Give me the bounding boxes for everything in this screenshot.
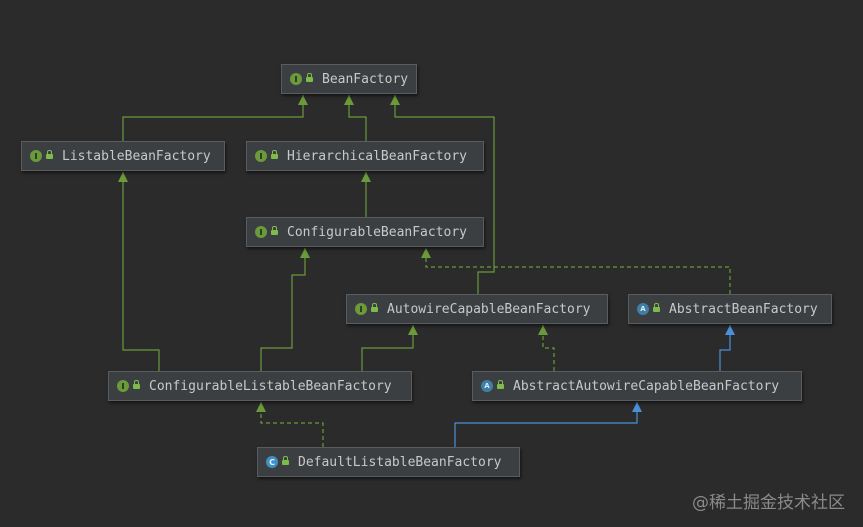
node-label: DefaultListableBeanFactory <box>298 454 502 470</box>
watermark: @稀土掘金技术社区 <box>692 493 845 513</box>
interface-icon: I <box>255 150 267 162</box>
arrowhead <box>361 172 371 182</box>
arrowhead <box>408 325 418 335</box>
edge-configlistable-to-configurable <box>260 248 306 371</box>
node-label: ListableBeanFactory <box>62 148 211 164</box>
node-label: AbstractBeanFactory <box>669 301 818 317</box>
arrowhead <box>421 248 431 258</box>
node-abstract-autowire-capable-bean-factory[interactable]: A AbstractAutowireCapableBeanFactory <box>472 371 802 401</box>
arrowhead <box>390 95 400 105</box>
edge-listable-to-beanfactory <box>122 95 304 141</box>
arrowhead <box>118 172 128 182</box>
node-default-listable-bean-factory[interactable]: C DefaultListableBeanFactory <box>257 447 520 477</box>
node-autowire-capable-bean-factory[interactable]: I AutowireCapableBeanFactory <box>346 294 608 324</box>
edge-default-to-abstractautowire <box>454 402 638 447</box>
edge-configlistable-to-listable <box>122 172 160 371</box>
node-label: AbstractAutowireCapableBeanFactory <box>513 378 780 394</box>
interface-icon: I <box>255 226 267 238</box>
edge-abstractautowire-to-autowire <box>542 325 555 371</box>
edge-abstractbf-to-configurable <box>425 248 731 294</box>
lock-icon <box>133 380 140 389</box>
class-icon: C <box>266 456 278 468</box>
node-label: ConfigurableListableBeanFactory <box>149 378 392 394</box>
arrowhead <box>344 95 354 105</box>
arrowhead <box>725 325 735 335</box>
node-label: BeanFactory <box>322 71 409 87</box>
arrowhead <box>298 95 308 105</box>
edge-default-to-configlistable <box>260 402 324 447</box>
abstract-class-icon: A <box>637 303 649 315</box>
interface-icon: I <box>30 150 42 162</box>
node-label: AutowireCapableBeanFactory <box>387 301 591 317</box>
lock-icon <box>371 303 378 312</box>
lock-icon <box>271 226 278 235</box>
lock-icon <box>653 303 660 312</box>
edge-hierarchical-to-beanfactory <box>348 95 367 141</box>
node-bean-factory[interactable]: I BeanFactory <box>281 64 417 94</box>
edge-abstractautowire-to-abstractbf <box>719 325 731 371</box>
node-configurable-listable-bean-factory[interactable]: I ConfigurableListableBeanFactory <box>108 371 412 401</box>
node-label: ConfigurableBeanFactory <box>287 224 468 240</box>
interface-icon: I <box>290 73 302 85</box>
arrowhead <box>300 248 310 258</box>
node-listable-bean-factory[interactable]: I ListableBeanFactory <box>21 141 225 171</box>
interface-icon: I <box>117 380 129 392</box>
lock-icon <box>497 380 504 389</box>
node-configurable-bean-factory[interactable]: I ConfigurableBeanFactory <box>246 217 484 247</box>
lock-icon <box>282 456 289 465</box>
lock-icon <box>46 150 53 159</box>
interface-icon: I <box>355 303 367 315</box>
node-abstract-bean-factory[interactable]: A AbstractBeanFactory <box>628 294 832 324</box>
arrowhead <box>256 402 266 412</box>
lock-icon <box>271 150 278 159</box>
arrowhead <box>632 402 642 412</box>
node-hierarchical-bean-factory[interactable]: I HierarchicalBeanFactory <box>246 141 484 171</box>
arrowhead <box>538 325 548 335</box>
node-label: HierarchicalBeanFactory <box>287 148 468 164</box>
lock-icon <box>306 73 313 82</box>
abstract-class-icon: A <box>481 380 493 392</box>
edge-configlistable-to-autowire <box>361 325 414 371</box>
edge-autowire-to-beanfactory <box>394 95 495 294</box>
